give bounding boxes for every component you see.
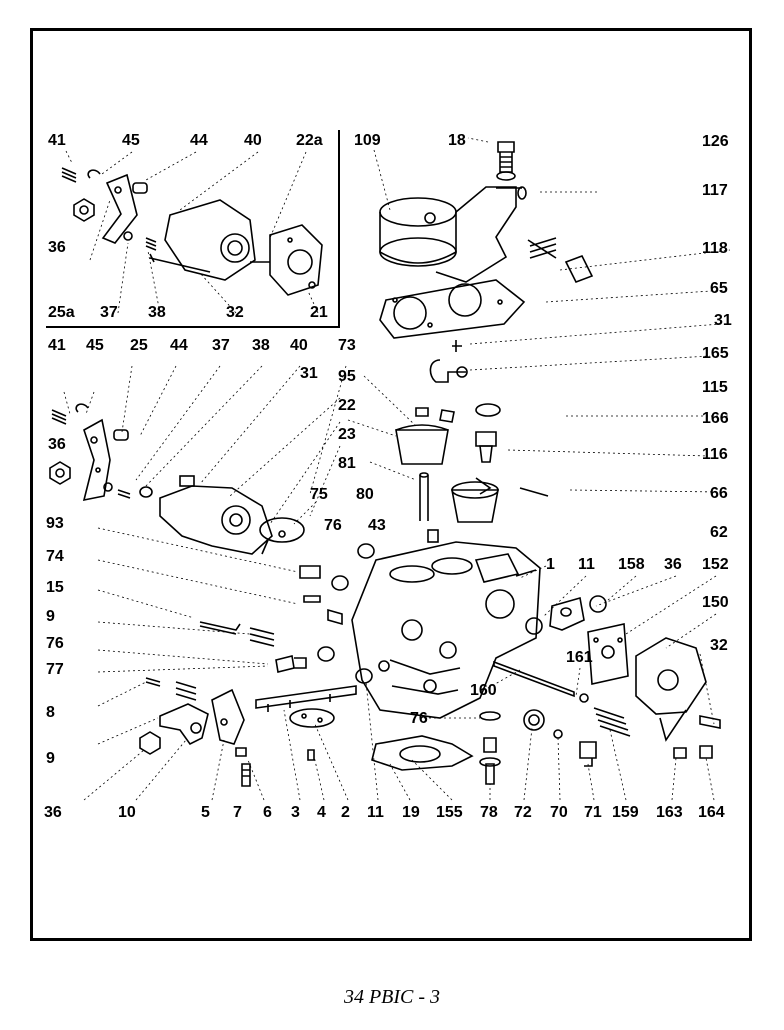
label-15: 15: [46, 579, 64, 596]
label-76-lower: 76: [410, 710, 428, 727]
label-bottom-10: 10: [118, 804, 136, 821]
label-165: 165: [702, 345, 729, 362]
label-45-inset: 45: [122, 132, 140, 149]
inset-parts: [61, 150, 323, 314]
label-31-top: 31: [714, 312, 732, 329]
label-40-inset: 40: [244, 132, 262, 149]
label-115: 115: [702, 379, 728, 396]
label-40: 40: [290, 337, 308, 354]
label-bottom-71: 71: [584, 804, 602, 821]
label-161: 161: [566, 649, 593, 666]
label-158: 158: [618, 556, 645, 573]
label-76-upper: 76: [324, 517, 342, 534]
label-18: 18: [448, 132, 466, 149]
label-81: 81: [338, 455, 356, 472]
page-caption: 34 PBIC - 3: [343, 986, 441, 1008]
label-41-inset: 41: [48, 132, 66, 149]
label-31: 31: [300, 365, 318, 382]
label-62: 62: [710, 524, 728, 541]
label-38-inset: 38: [148, 304, 166, 321]
label-bottom-72: 72: [514, 804, 532, 821]
label-44: 44: [170, 337, 188, 354]
label-37-inset: 37: [100, 304, 118, 321]
label-bottom-6: 6: [263, 804, 272, 821]
label-32: 32: [710, 637, 728, 654]
label-38: 38: [252, 337, 270, 354]
label-45: 45: [86, 337, 104, 354]
label-bottom-3: 3: [291, 804, 300, 821]
label-bottom-163: 163: [656, 804, 683, 821]
label-126: 126: [702, 133, 729, 150]
label-32-inset: 32: [226, 304, 244, 321]
label-65: 65: [710, 280, 728, 297]
label-8: 8: [46, 704, 55, 721]
label-bottom-7: 7: [233, 804, 242, 821]
label-bottom-4: 4: [317, 804, 326, 821]
label-80: 80: [356, 486, 374, 503]
label-160: 160: [470, 682, 497, 699]
label-166: 166: [702, 410, 729, 427]
label-37: 37: [212, 337, 230, 354]
label-95: 95: [338, 368, 356, 385]
label-bottom-159: 159: [612, 804, 639, 821]
label-36: 36: [48, 436, 66, 453]
label-152: 152: [702, 556, 729, 573]
label-41: 41: [48, 337, 66, 354]
label-43: 43: [368, 517, 386, 534]
air-horn-parts: [373, 137, 731, 383]
label-76-left: 76: [46, 635, 64, 652]
label-bottom-19: 19: [402, 804, 420, 821]
screw-and-spring-parts: [83, 527, 379, 801]
label-66: 66: [710, 485, 728, 502]
label-118: 118: [702, 240, 728, 257]
label-93: 93: [46, 515, 64, 532]
label-117: 117: [702, 182, 728, 199]
label-1: 1: [546, 556, 555, 573]
diagram-frame: [30, 28, 752, 941]
label-23: 23: [338, 426, 356, 443]
label-bottom-164: 164: [698, 804, 725, 821]
label-116: 116: [702, 446, 728, 463]
label-9-lower: 9: [46, 750, 55, 767]
label-150: 150: [702, 594, 729, 611]
label-bottom-36: 36: [44, 804, 62, 821]
label-73: 73: [338, 337, 356, 354]
label-22a-inset: 22a: [296, 132, 323, 149]
label-109: 109: [354, 132, 381, 149]
label-bottom-2: 2: [341, 804, 350, 821]
float-and-needle-parts: [347, 375, 730, 559]
label-9-upper: 9: [46, 608, 55, 625]
label-77: 77: [46, 661, 64, 678]
label-25: 25: [130, 337, 148, 354]
label-44-inset: 44: [190, 132, 208, 149]
label-74: 74: [46, 548, 64, 565]
label-bottom-78: 78: [480, 804, 498, 821]
label-11-right: 11: [578, 556, 595, 573]
label-75: 75: [310, 486, 328, 503]
accelerator-pump-parts: [49, 365, 347, 555]
label-21-inset: 21: [310, 304, 328, 321]
inset-box: [46, 130, 340, 328]
label-36-right: 36: [664, 556, 682, 573]
label-22: 22: [338, 397, 356, 414]
right-side-parts: [371, 565, 721, 801]
label-bottom-70: 70: [550, 804, 568, 821]
carburetor-body: [351, 541, 541, 719]
label-bottom-11: 11: [367, 804, 384, 821]
label-bottom-5: 5: [201, 804, 210, 821]
label-bottom-155: 155: [436, 804, 463, 821]
label-25a-inset: 25a: [48, 304, 75, 321]
label-36-inset: 36: [48, 239, 66, 256]
